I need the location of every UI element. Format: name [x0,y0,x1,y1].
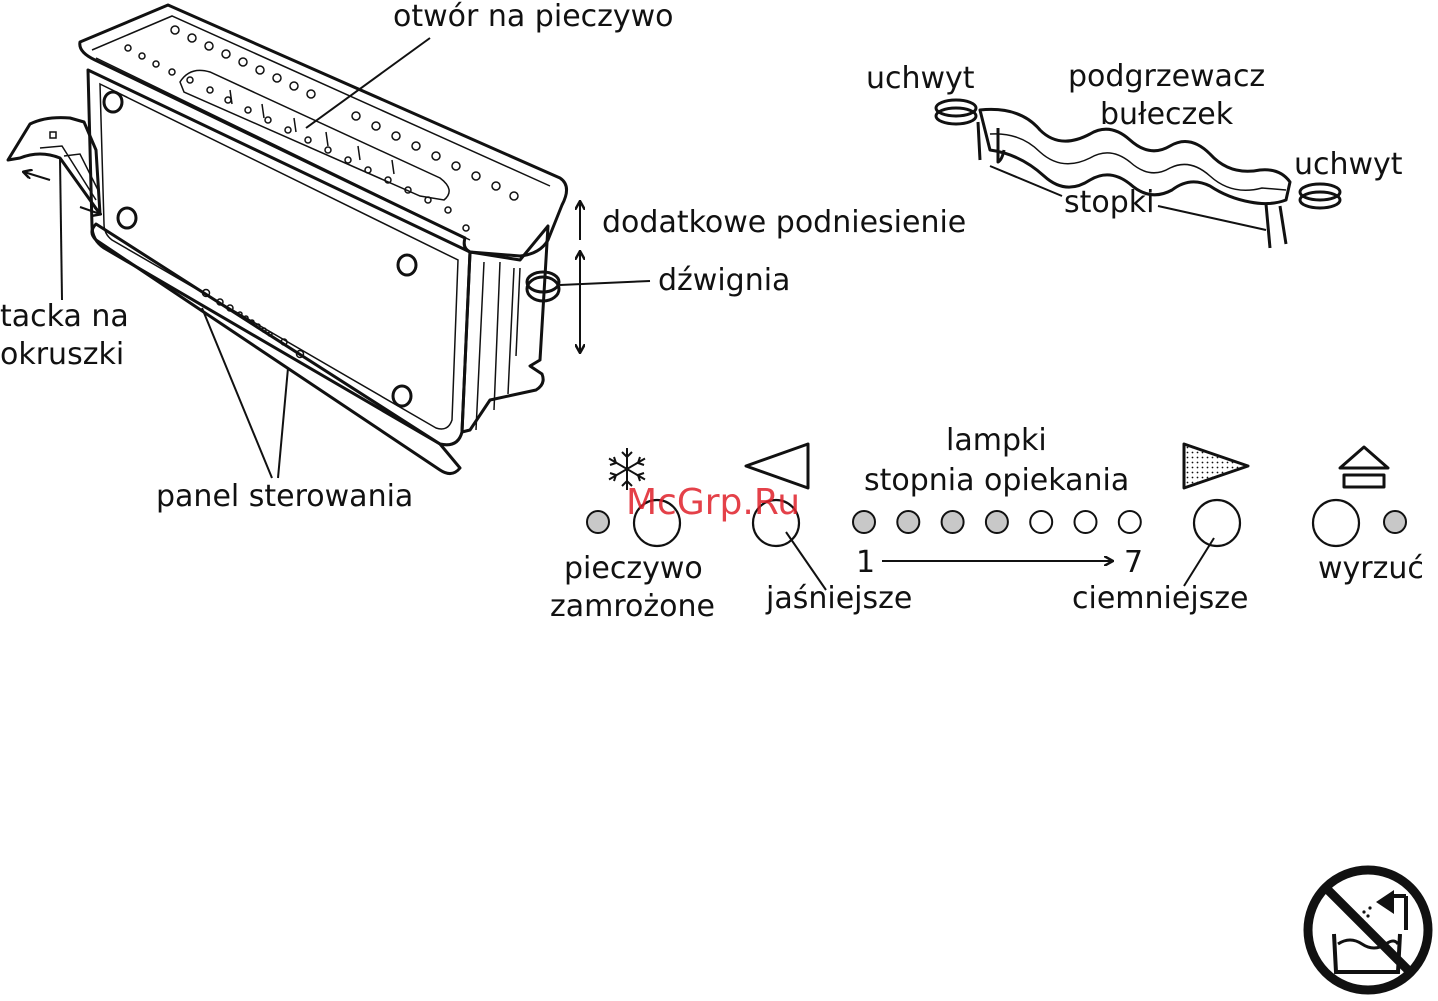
darker-button[interactable] [1194,500,1240,546]
feet-label: stopki [1064,185,1155,220]
toaster-front-end [462,226,548,432]
handle-right-label: uchwyt [1294,147,1403,182]
lamps-title-1: lampki [946,423,1047,458]
toast-level-lamp-6 [1075,511,1097,533]
watermark: McGrp.Ru [626,482,800,523]
crumb-tray-label-2: okruszki [0,337,124,372]
frozen-label-1: pieczywo [564,551,703,586]
toast-level-lamp-1 [853,511,875,533]
crumb-tray-label-1: tacka na [0,299,129,334]
eject-lamp [1384,511,1406,533]
feet-leader-right [1158,206,1266,230]
slot-leader-line [306,38,430,128]
toast-level-lamp-3 [942,511,964,533]
panel-leader-line-2 [278,368,288,478]
toaster-top [80,5,567,256]
bun-warmer-handle-left [936,100,976,124]
triangle-dotted-icon [1184,444,1248,488]
frozen-label-2: zamrożone [550,589,715,624]
extra-lift-label: dodatkowe podniesienie [602,205,966,240]
bun-warmer-title-2: bułeczek [1100,97,1234,132]
toast-level-lamp-5 [1030,511,1052,533]
lever-label: dźwignia [658,263,790,298]
scale-min-label: 1 [856,545,875,580]
crumb-tray-leader-line [60,158,62,300]
bun-warmer-foot-left [978,122,1004,162]
toast-level-lamp-2 [897,511,919,533]
darker-leader-line [1184,538,1214,586]
tray-arrow-out [24,172,50,180]
handle-left-label: uchwyt [866,61,975,96]
toast-level-lamp-7 [1119,511,1141,533]
eject-button[interactable] [1313,500,1359,546]
lamps-title-2: stopnia opiekania [864,463,1129,498]
eject-label: wyrzuć [1318,551,1424,586]
top-holes [125,26,518,231]
bun-warmer-title-1: podgrzewacz [1068,59,1265,94]
bun-warmer-handle-right [1300,184,1340,208]
toaster-annotations [24,38,650,478]
darker-label: ciemniejsze [1072,581,1248,616]
frozen-lamp [587,511,609,533]
eject-icon [1340,447,1388,487]
control-panel-label: panel sterowania [156,479,413,514]
scale-max-label: 7 [1124,545,1143,580]
lever-leader-line [560,281,650,285]
bun-warmer-foot-right [1266,204,1286,248]
slot-label: otwór na pieczywo [393,0,674,34]
toaster-illustration [8,5,567,474]
no-water-bath-icon [1308,870,1428,990]
lighter-label: jaśniejsze [765,581,912,616]
toast-level-lamps [853,511,1141,533]
toast-level-lamp-4 [986,511,1008,533]
bread-slot [180,70,449,200]
